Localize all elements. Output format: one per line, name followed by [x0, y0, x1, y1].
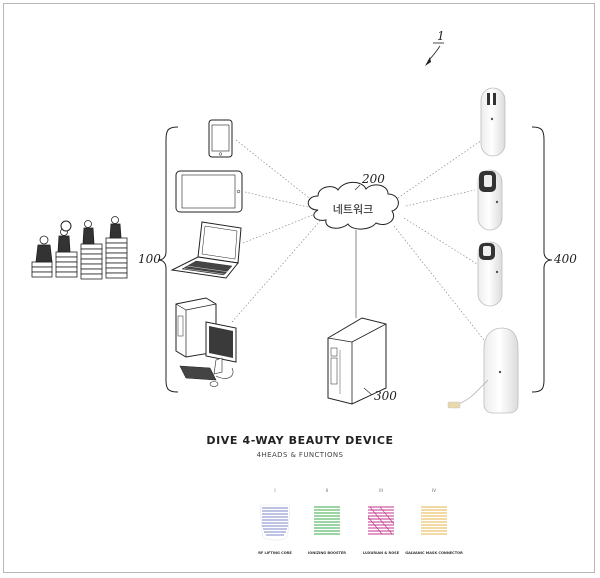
function-3-label: LUXURIAN & ROSE [351, 551, 411, 556]
network-connections [232, 140, 484, 340]
tablet-icon [176, 171, 242, 212]
beauty-device-3 [478, 242, 502, 306]
left-group-bracket [158, 127, 178, 392]
smartphone-icon [209, 120, 232, 157]
function-2-label: IONIZING BOOSTER [297, 551, 357, 556]
network-ref-label: 200 [361, 172, 385, 186]
beauty-device-2 [478, 170, 502, 230]
function-1: I RF LIFTING CORE [245, 488, 305, 556]
group-right-label: 400 [553, 252, 577, 266]
beauty-device-1 [481, 88, 505, 156]
beauty-device-4 [448, 328, 518, 413]
svg-text:1: 1 [437, 29, 445, 43]
users-on-coins-illustration [32, 217, 127, 280]
desktop-computer-icon [176, 298, 236, 387]
network-label: 네트워크 [333, 203, 373, 216]
function-1-label: RF LIFTING CORE [245, 551, 305, 556]
function-4: IV GALVANIC MASK CONNECTOR [404, 488, 464, 556]
function-4-label: GALVANIC MASK CONNECTOR [404, 551, 464, 556]
product-title: DIVE 4-WAY BEAUTY DEVICE [0, 434, 600, 447]
right-group-bracket [532, 127, 552, 392]
function-3: III LUXURIAN & ROSE [351, 488, 411, 556]
function-2: II IONIZING BOOSTER [297, 488, 357, 556]
laptop-icon [172, 222, 241, 278]
group-left-label: 100 [138, 252, 161, 266]
reference-numeral-1: 1 [425, 29, 445, 66]
product-subtitle: 4HEADS & FUNCTIONS [0, 451, 600, 459]
server-label: 300 [374, 389, 397, 403]
